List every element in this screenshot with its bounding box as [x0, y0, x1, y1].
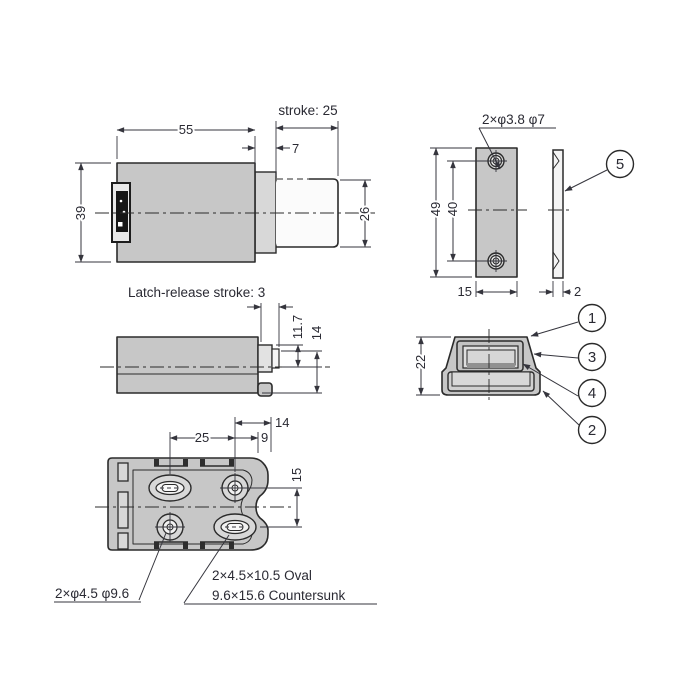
stroke-label: stroke: 25 — [278, 103, 337, 118]
strike-plate-profile — [548, 149, 569, 279]
dim-stroke: stroke: 25 — [275, 101, 340, 176]
dim-40-label: 40 — [445, 202, 460, 216]
latch-pin — [271, 348, 280, 369]
left-slot-middle — [117, 491, 129, 529]
countersink-notch-top — [552, 151, 560, 170]
dim-49-label: 49 — [428, 202, 443, 216]
dim-hole-pitch-x: 25 9 14 — [169, 413, 291, 474]
countersink-notch-bottom — [552, 251, 560, 271]
side-view-extended: 55 stroke: 25 7 39 26 — [71, 101, 375, 263]
connector-black-insert — [116, 191, 128, 232]
dim-hole-pitch-y: 15 — [248, 466, 306, 528]
dim-plate-height: 49 — [426, 147, 472, 278]
dim-body-height: 39 — [71, 162, 111, 263]
dim-body-length: 55 — [116, 120, 256, 170]
dim-15-label: 15 — [458, 284, 472, 299]
connector-dot — [119, 199, 123, 203]
plate-hole-bottom — [485, 250, 507, 272]
latch-nub — [257, 344, 273, 373]
oval-hole-note-line1: 2×4.5×10.5 Oval — [212, 568, 312, 583]
callout-4-number: 4 — [588, 385, 596, 402]
callout-3-circle — [577, 342, 607, 372]
bottom-view: 25 9 14 15 2×φ4.5 φ9.6 2×4.5×10.5 Oval 9… — [53, 413, 377, 605]
front-base-lip-inner — [451, 371, 531, 387]
left-slot-bottom — [117, 532, 129, 550]
oval-hole-bottom-right — [213, 513, 257, 541]
callout-2-circle — [577, 415, 607, 445]
round-hole-note: 2×φ4.5 φ9.6 — [53, 532, 167, 603]
callout-3-number: 3 — [588, 349, 596, 366]
callout-1-circle — [577, 303, 607, 333]
dim-26-label: 26 — [357, 207, 372, 221]
callout-5-number: 5 — [616, 156, 624, 173]
dim-15-bottom-label: 15 — [289, 468, 304, 482]
side-view-latched: Latch-release stroke: 3 11.7 14 — [100, 283, 330, 397]
dim-plate-thickness: 2 — [539, 281, 583, 301]
front-view: 22 1 3 4 2 — [411, 303, 607, 445]
callout-3: 3 — [533, 342, 607, 372]
round-hole-bottom-left — [155, 512, 185, 542]
dim-25-label: 25 — [195, 430, 209, 445]
left-slot-top — [117, 462, 129, 482]
dim-step-length: 7 — [242, 139, 301, 158]
dim-11-7-label: 11.7 — [290, 315, 305, 339]
dim-39-label: 39 — [73, 206, 88, 220]
dim-plate-width: 15 — [456, 281, 518, 301]
latched-body — [116, 336, 259, 394]
dim-release-stroke — [247, 303, 293, 347]
callout-1: 1 — [530, 303, 607, 337]
dim-14-bottom-label: 14 — [275, 415, 289, 430]
plunger-step — [254, 171, 277, 254]
callout-4: 4 — [522, 363, 607, 408]
dim-7-label: 7 — [292, 141, 299, 156]
callout-1-number: 1 — [588, 310, 596, 327]
callout-4-circle — [577, 378, 607, 408]
mounting-foot — [257, 382, 273, 397]
latch-release-title: Latch-release stroke: 3 — [128, 285, 265, 300]
edge-notches — [154, 459, 234, 549]
oval-hole-note-line2: 9.6×15.6 Countersunk — [212, 588, 345, 603]
dim-14-side-label: 14 — [309, 326, 324, 340]
dim-latch-height: 14 — [262, 324, 326, 394]
dim-55-label: 55 — [179, 122, 193, 137]
oval-hole-note: 2×4.5×10.5 Oval 9.6×15.6 Countersunk — [183, 534, 377, 605]
front-plunger-shadow-band — [467, 363, 515, 368]
dim-latch-to-center: 11.7 — [276, 313, 322, 368]
callout-5-circle — [605, 149, 635, 179]
strike-plate-view: 2×φ3.8 φ7 49 40 15 — [426, 110, 635, 301]
dim-front-height: 22 — [411, 336, 451, 396]
latch-body — [116, 162, 256, 263]
plate-hole-note: 2×φ3.8 φ7 — [478, 110, 556, 170]
dim-plunger-height: 26 — [340, 179, 374, 248]
callout-5: 5 — [564, 149, 635, 192]
plate-hole-note-label: 2×φ3.8 φ7 — [482, 112, 545, 127]
dim-9-label: 9 — [261, 430, 268, 445]
dim-22-label: 22 — [413, 355, 428, 369]
callout-2: 2 — [542, 390, 607, 445]
dim-plate-hole-pitch: 40 — [443, 160, 488, 262]
callout-2-number: 2 — [588, 422, 596, 439]
connector-notch — [118, 222, 123, 227]
dim-2-label: 2 — [574, 284, 581, 299]
oval-hole-top-left — [148, 474, 192, 502]
front-plunger-face-inner — [466, 349, 516, 366]
round-hole-note-label: 2×φ4.5 φ9.6 — [55, 586, 129, 601]
